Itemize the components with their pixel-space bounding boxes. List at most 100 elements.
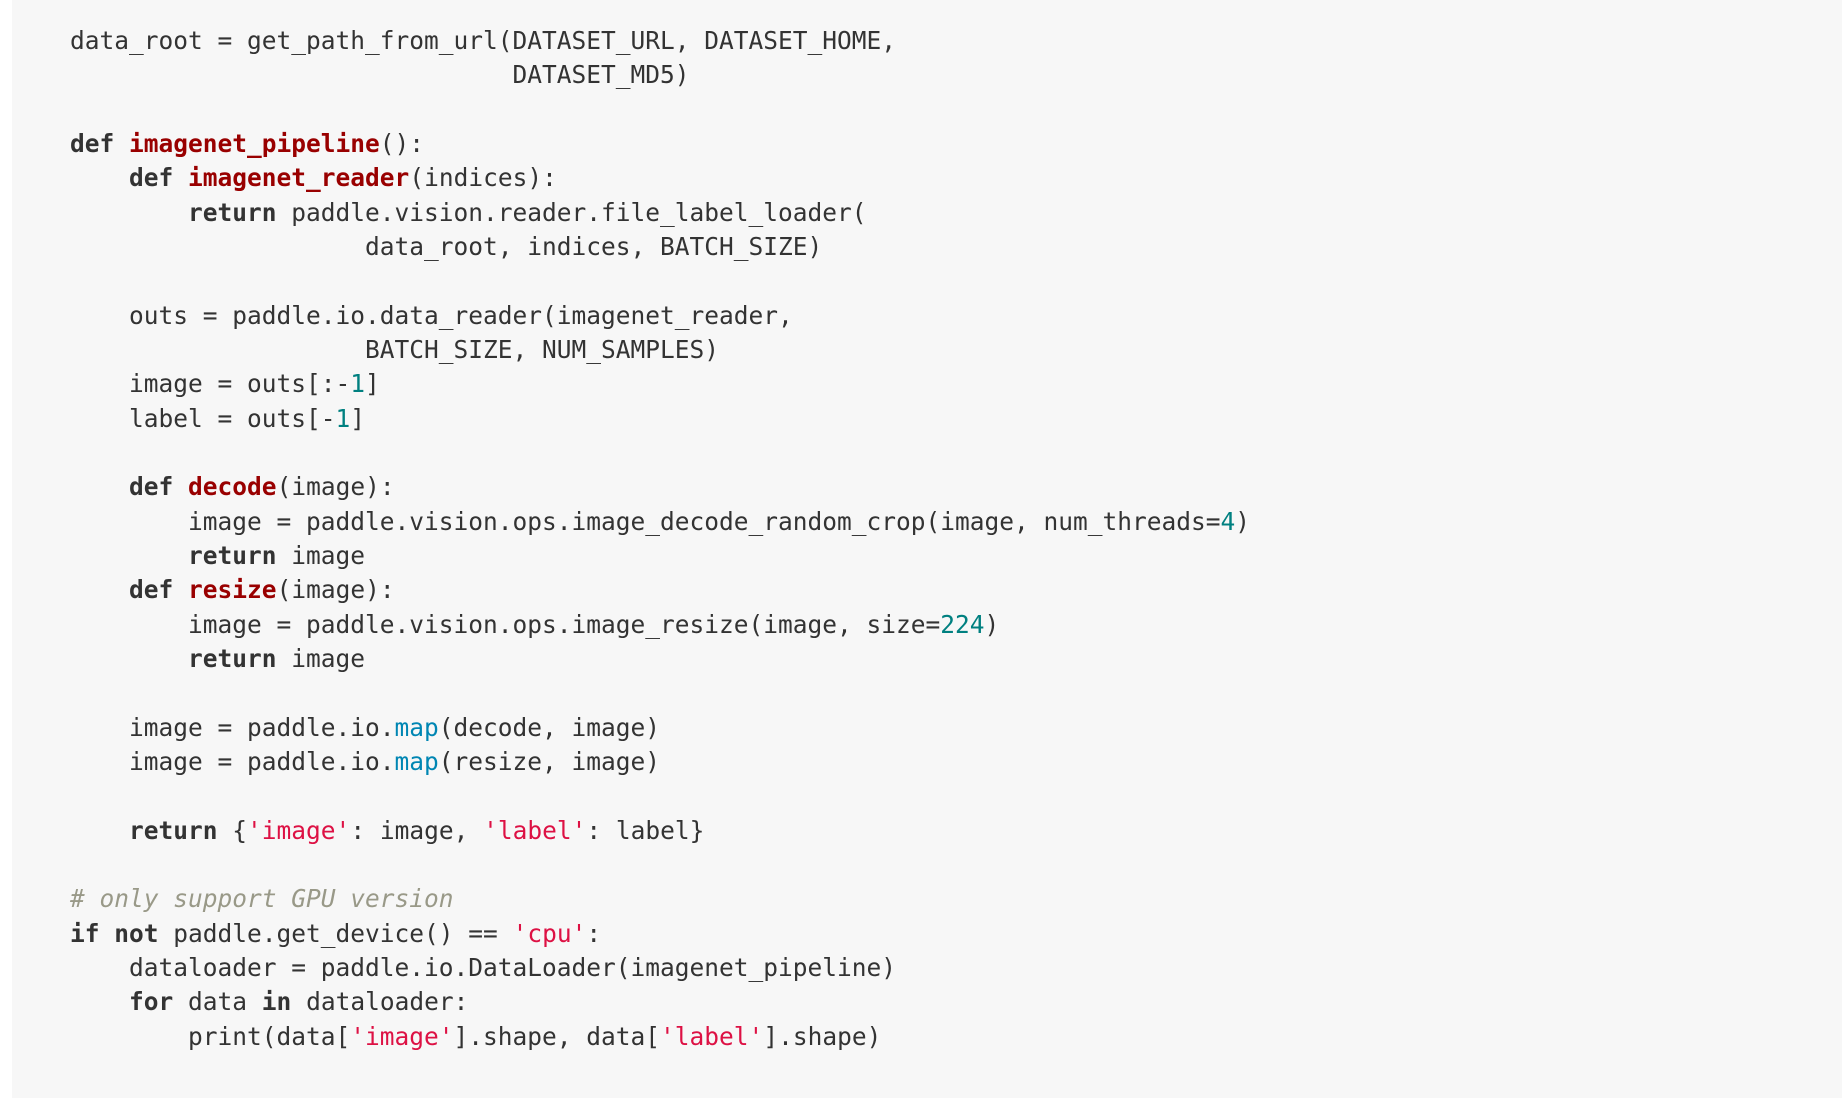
function-name-token: imagenet_pipeline — [129, 128, 380, 158]
code-text — [70, 816, 129, 845]
code-text: image = paddle.io. — [70, 712, 395, 742]
code-text: : image, — [350, 815, 484, 845]
code-line: image = paddle.io.map(resize, image) — [70, 745, 1842, 779]
code-text: dataloader = paddle.io.DataLoader(imagen… — [70, 952, 897, 982]
keyword-token: def — [70, 128, 115, 158]
keyword-token: for — [129, 987, 174, 1017]
code-text: (image): — [276, 472, 395, 502]
code-line: BATCH_SIZE, NUM_SAMPLES) — [70, 333, 1842, 367]
code-line — [70, 93, 1842, 127]
code-line: for data in dataloader: — [70, 985, 1842, 1019]
code-text: : — [586, 918, 602, 948]
code-text: ] — [350, 403, 366, 433]
code-text: image = paddle.vision.ops.image_resize(i… — [70, 609, 941, 639]
code-line: return image — [70, 642, 1842, 676]
code-line — [70, 848, 1842, 882]
code-text — [70, 541, 188, 570]
code-line — [70, 264, 1842, 298]
code-line: DATASET_MD5) — [70, 58, 1842, 92]
keyword-token: not — [114, 918, 159, 948]
code-text: paddle.vision.reader.file_label_loader( — [276, 197, 867, 227]
code-line: return {'image': image, 'label': label} — [70, 814, 1842, 848]
comment-token: # only support GPU version — [70, 884, 454, 914]
code-text: (image): — [276, 575, 395, 605]
code-line: if not paddle.get_device() == 'cpu': — [70, 917, 1842, 951]
code-text: image = paddle.io. — [70, 746, 395, 776]
code-text: paddle.get_device() == — [158, 918, 513, 948]
code-text: dataloader: — [291, 987, 469, 1017]
code-line: data_root = get_path_from_url(DATASET_UR… — [70, 24, 1842, 58]
code-line: def imagenet_pipeline(): — [70, 127, 1842, 161]
number-token: 224 — [940, 609, 985, 639]
code-line: return image — [70, 539, 1842, 573]
function-name-token: resize — [188, 575, 277, 605]
code-text: data_root, indices, BATCH_SIZE) — [70, 231, 823, 261]
number-token: 4 — [1220, 506, 1236, 536]
code-text — [173, 163, 188, 192]
code-line: def imagenet_reader(indices): — [70, 161, 1842, 195]
code-text: (resize, image) — [438, 746, 661, 776]
code-text: data — [173, 987, 262, 1017]
code-line: outs = paddle.io.data_reader(imagenet_re… — [70, 299, 1842, 333]
code-line: image = paddle.io.map(decode, image) — [70, 711, 1842, 745]
keyword-token: in — [261, 987, 292, 1017]
code-line: image = paddle.vision.ops.image_resize(i… — [70, 608, 1842, 642]
code-text: (): — [379, 128, 425, 158]
code-text: image — [276, 540, 366, 570]
string-token: 'image' — [350, 1021, 454, 1051]
code-line — [70, 676, 1842, 710]
code-line: image = paddle.vision.ops.image_decode_r… — [70, 505, 1842, 539]
code-block: data_root = get_path_from_url(DATASET_UR… — [12, 0, 1842, 1098]
code-text: data_root = get_path_from_url(DATASET_UR… — [70, 26, 897, 55]
code-text: { — [217, 815, 248, 845]
code-line: image = outs[:-1] — [70, 367, 1842, 401]
code-text: label = outs[- — [70, 403, 336, 433]
code-line: data_root, indices, BATCH_SIZE) — [70, 230, 1842, 264]
code-text — [70, 472, 129, 501]
code-line: # only support GPU version — [70, 882, 1842, 916]
code-text: image = outs[:- — [70, 369, 351, 399]
code-text: (decode, image) — [438, 712, 661, 742]
code-text: : label} — [586, 815, 705, 845]
function-name-token: decode — [188, 472, 277, 502]
code-text: ] — [365, 369, 380, 399]
keyword-token: if — [70, 918, 100, 948]
keyword-token: return — [188, 540, 277, 570]
code-text: image = paddle.vision.ops.image_decode_r… — [70, 506, 1221, 536]
code-line — [70, 436, 1842, 470]
keyword-token: return — [188, 643, 277, 673]
code-text — [70, 163, 129, 192]
number-token: 1 — [350, 369, 366, 399]
code-text — [70, 987, 129, 1016]
code-text: print(data[ — [70, 1021, 351, 1051]
code-line: def decode(image): — [70, 470, 1842, 504]
string-token: 'cpu' — [512, 918, 587, 948]
code-text: (indices): — [409, 163, 557, 193]
keyword-token: return — [129, 815, 218, 845]
code-line — [70, 779, 1842, 813]
code-line: print(data['image'].shape, data['label']… — [70, 1020, 1842, 1054]
code-text: DATASET_MD5) — [70, 60, 690, 90]
code-line: label = outs[-1] — [70, 402, 1842, 436]
code-line: dataloader = paddle.io.DataLoader(imagen… — [70, 951, 1842, 985]
string-token: 'image' — [247, 815, 351, 845]
string-token: 'label' — [483, 815, 587, 845]
keyword-token: def — [129, 163, 174, 193]
keyword-token: def — [129, 575, 174, 605]
code-line: def resize(image): — [70, 573, 1842, 607]
code-line: return paddle.vision.reader.file_label_l… — [70, 196, 1842, 230]
builtin-token: map — [394, 712, 439, 742]
code-text: BATCH_SIZE, NUM_SAMPLES) — [70, 334, 720, 364]
keyword-token: return — [188, 197, 277, 227]
code-text — [70, 644, 188, 673]
code-text: ) — [984, 609, 1000, 639]
builtin-token: map — [394, 746, 439, 776]
code-text — [114, 129, 129, 158]
string-token: 'label' — [660, 1021, 764, 1051]
code-text — [70, 198, 188, 227]
code-text — [173, 575, 188, 604]
code-text — [100, 919, 115, 948]
code-text: ].shape) — [763, 1021, 882, 1051]
code-text: outs = paddle.io.data_reader(imagenet_re… — [70, 300, 793, 330]
code-text: image — [276, 643, 366, 673]
